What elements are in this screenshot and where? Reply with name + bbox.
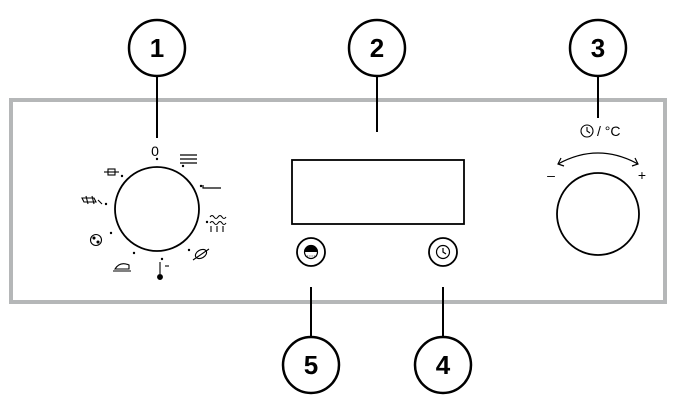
callout-4: 4 <box>413 335 473 395</box>
half-circle-function-icon <box>303 244 319 260</box>
callout-number: 3 <box>591 33 605 63</box>
bottom-heat-icon <box>202 185 221 189</box>
callout-1: 1 <box>127 18 187 78</box>
thermometer-icon <box>157 262 169 280</box>
light-icon <box>104 168 119 176</box>
minus-label: – <box>547 167 555 183</box>
bread-icon <box>113 263 131 272</box>
callout-2: 2 <box>347 18 407 78</box>
selector-off-label: 0 <box>151 143 159 159</box>
rotisserie-icon <box>192 248 210 261</box>
function-button[interactable] <box>296 237 326 267</box>
pizza-icon <box>89 233 103 247</box>
clock-icon <box>435 244 451 260</box>
callout-number: 2 <box>370 33 384 63</box>
display-window <box>291 159 465 225</box>
temp-knob-caption: / °C <box>580 123 621 139</box>
callout-3: 3 <box>568 18 628 78</box>
temp-knob-unit-label: / °C <box>597 123 621 139</box>
callout-number: 1 <box>150 33 164 63</box>
clock-icon <box>580 124 594 138</box>
plus-label: + <box>638 167 646 183</box>
callout-5: 5 <box>281 335 341 395</box>
control-panel-frame <box>9 98 667 304</box>
clock-button[interactable] <box>428 237 458 267</box>
adjustment-arc <box>557 152 639 167</box>
defrost-icon <box>81 195 103 205</box>
callout-number: 4 <box>436 350 451 380</box>
callout-number: 5 <box>304 350 318 380</box>
selector-tick-dots <box>104 157 209 261</box>
grill-icon <box>209 214 227 232</box>
function-selector-knob[interactable] <box>114 166 200 252</box>
top-bottom-heat-icon <box>180 154 197 164</box>
timer-temperature-knob[interactable] <box>556 172 640 256</box>
